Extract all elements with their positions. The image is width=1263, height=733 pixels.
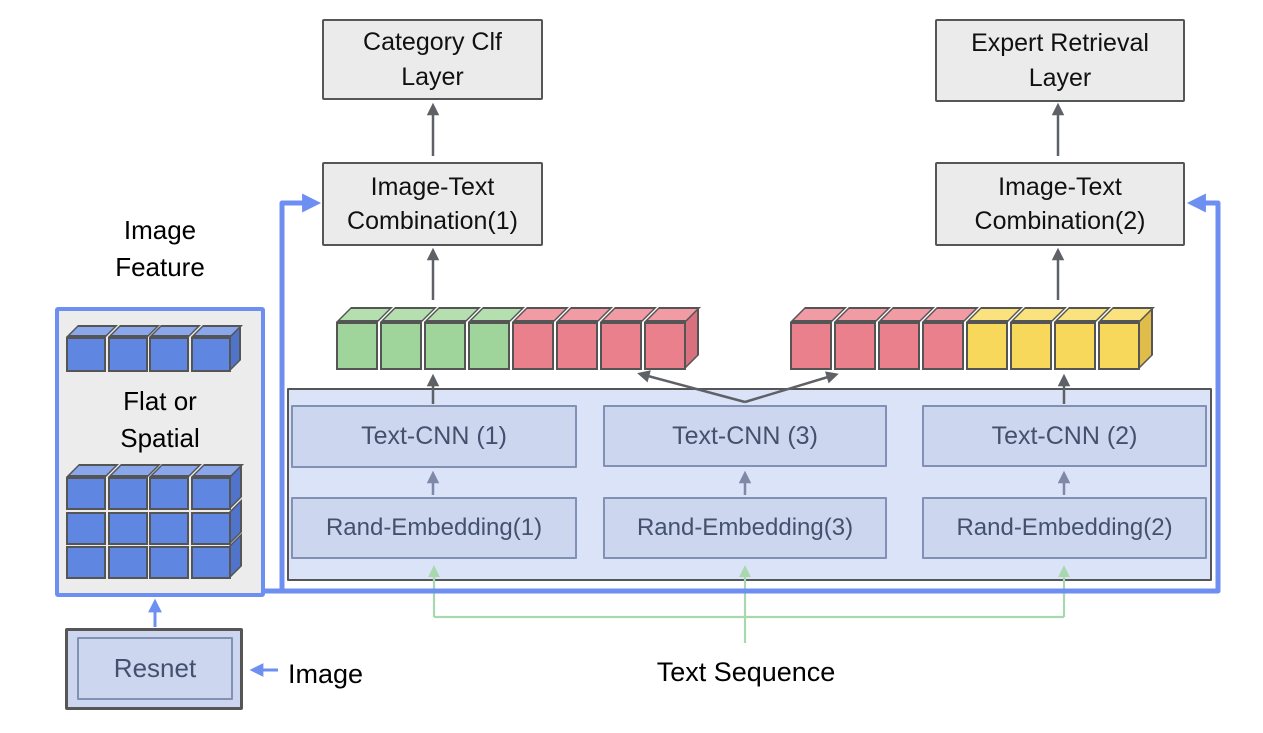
spatial-feature-grid-cube [149, 511, 189, 545]
spatial-feature-grid-cube [107, 477, 148, 510]
image-input-label: Image [288, 659, 364, 689]
fused-embedding-bar-2-cube [922, 322, 964, 370]
image-feature-label: Image Feature [115, 215, 205, 282]
spatial-feature-grid-cube [66, 511, 106, 545]
fused-embedding-bar-1-cube [644, 322, 686, 370]
fused-embedding-bar-2-cube [790, 322, 832, 370]
flat-feature-bar-cube [66, 337, 106, 372]
category-clf-layer-node: Category Clf Layer [322, 19, 543, 100]
spatial-feature-grid-cube [66, 477, 106, 510]
flat-or-spatial-label: Flat or Spatial [120, 386, 200, 453]
flat-feature-bar-cube [107, 337, 148, 372]
fused-embedding-bar-1-cube [512, 322, 554, 370]
resnet-box: Resnet [77, 637, 233, 700]
expert-retrieval-layer-node: Expert Retrieval Layer [935, 19, 1185, 102]
fused-embedding-bar-1-cube [424, 322, 466, 370]
fused-embedding-bar-2-cube [834, 322, 876, 370]
fused-embedding-bar-2-cube [1010, 322, 1052, 370]
flat-feature-bar-cube [190, 337, 231, 372]
text-sequence-label: Text Sequence [656, 657, 836, 687]
spatial-feature-grid-cube [66, 546, 106, 579]
spatial-feature-grid-cube [107, 511, 148, 545]
fused-embedding-bar-2-cube [878, 322, 920, 370]
spatial-feature-grid-cube [190, 546, 231, 579]
fused-embedding-bar-1-cube [468, 322, 510, 370]
fused-embedding-bar-2-cube [966, 322, 1008, 370]
fused-embedding-bar-1-cube [380, 322, 422, 370]
flat-feature-bar-cube [149, 337, 189, 372]
spatial-feature-grid-cube [107, 546, 148, 579]
spatial-feature-grid-cube [190, 511, 231, 545]
spatial-feature-grid-cube [190, 477, 231, 510]
fused-embedding-bar-1-cube [336, 322, 378, 370]
fused-embedding-bar-2-cube [1098, 322, 1140, 370]
spatial-feature-grid-cube [149, 546, 189, 579]
spatial-feature-grid-cube [149, 477, 189, 510]
fused-embedding-bar-1-cube [556, 322, 598, 370]
fused-embedding-bar-2-cube [1054, 322, 1096, 370]
fused-embedding-bar-1-cube [600, 322, 642, 370]
